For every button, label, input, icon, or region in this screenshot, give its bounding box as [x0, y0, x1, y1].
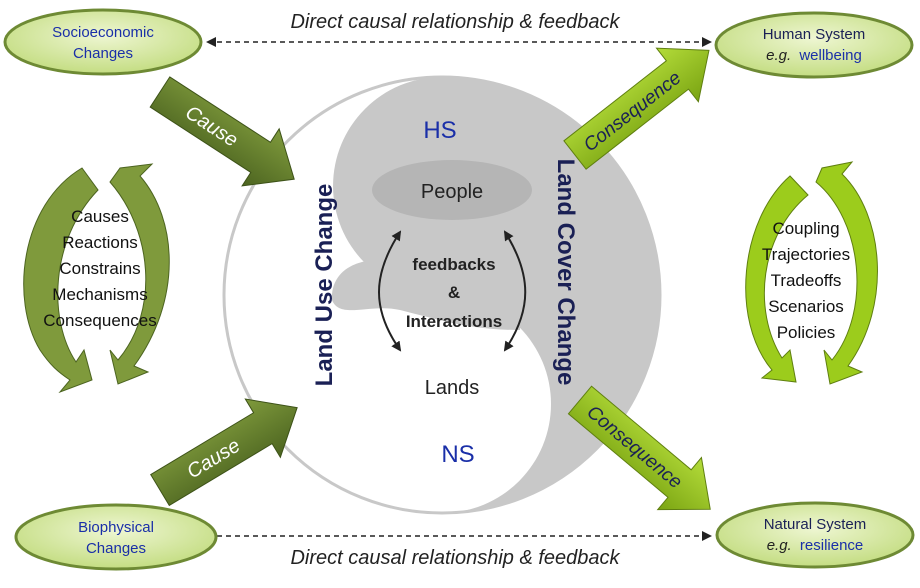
- lands-label: Lands: [425, 377, 480, 399]
- right-cycle-item-4: Policies: [777, 323, 836, 342]
- biophysical-line1: Biophysical: [78, 519, 154, 536]
- human-system-eg: e.g.: [766, 47, 791, 64]
- human-system-line1: Human System: [763, 26, 866, 43]
- natural-system-value: resilience: [800, 537, 863, 554]
- ampersand-label: &: [448, 283, 460, 302]
- left-cycle: [23, 163, 170, 394]
- right-cycle-arrow-right: [815, 161, 878, 385]
- lands-oval: [372, 354, 532, 418]
- feedback-right-arrow: [503, 230, 527, 352]
- human-system-line2: e.g. wellbeing: [766, 47, 862, 64]
- human-system-value: wellbeing: [798, 47, 862, 64]
- people-label: People: [421, 181, 483, 203]
- left-cycle-item-1: Reactions: [62, 233, 138, 252]
- left-cycle-list: Causes Reactions Constrains Mechanisms C…: [43, 207, 156, 330]
- human-system-node: Human System e.g. wellbeing: [714, 11, 914, 79]
- people-oval: [372, 160, 532, 220]
- land-cover-change-label: Land Cover Change: [552, 159, 579, 386]
- left-cycle-arrow-left: [23, 167, 99, 394]
- feedbacks-label: feedbacks: [412, 255, 495, 274]
- socioeconomic-line2: Changes: [73, 45, 133, 62]
- feedback-left-arrow: [378, 230, 402, 352]
- consequence-top-arrow: Consequence: [563, 47, 710, 170]
- natural-system-node: Natural System e.g. resilience: [715, 501, 915, 569]
- right-cycle-arrow-left: [745, 175, 809, 383]
- natural-system-line2: e.g. resilience: [767, 537, 864, 554]
- socioeconomic-line1: Socioeconomic: [52, 24, 154, 41]
- right-cycle: [745, 161, 878, 385]
- land-use-change-label: Land Use Change: [311, 184, 338, 387]
- biophysical-node: Biophysical Changes: [14, 503, 218, 571]
- ns-label: NS: [441, 441, 474, 468]
- hs-label: HS: [423, 117, 456, 144]
- left-cycle-item-3: Mechanisms: [52, 285, 147, 304]
- top-feedback-label: Direct causal relationship & feedback: [290, 11, 620, 33]
- left-cycle-item-0: Causes: [71, 207, 129, 226]
- natural-system-eg: e.g.: [767, 537, 792, 554]
- consequence-top-label: Consequence: [580, 67, 685, 156]
- right-cycle-list: Coupling Trajectories Tradeoffs Scenario…: [762, 219, 850, 342]
- natural-system-line1: Natural System: [764, 516, 867, 533]
- biophysical-line2: Changes: [86, 540, 146, 557]
- left-cycle-arrow-right: [109, 163, 170, 385]
- left-cycle-item-4: Consequences: [43, 311, 156, 330]
- yin-yang-gray-lower: [331, 260, 520, 330]
- interactions-label: Interactions: [406, 312, 502, 331]
- bottom-feedback-label: Direct causal relationship & feedback: [290, 547, 620, 569]
- right-cycle-item-0: Coupling: [772, 219, 839, 238]
- right-cycle-item-2: Tradeoffs: [771, 271, 842, 290]
- socioeconomic-node: Socioeconomic Changes: [3, 8, 203, 76]
- right-cycle-item-1: Trajectories: [762, 245, 850, 264]
- left-cycle-item-2: Constrains: [59, 259, 140, 278]
- right-cycle-item-3: Scenarios: [768, 297, 844, 316]
